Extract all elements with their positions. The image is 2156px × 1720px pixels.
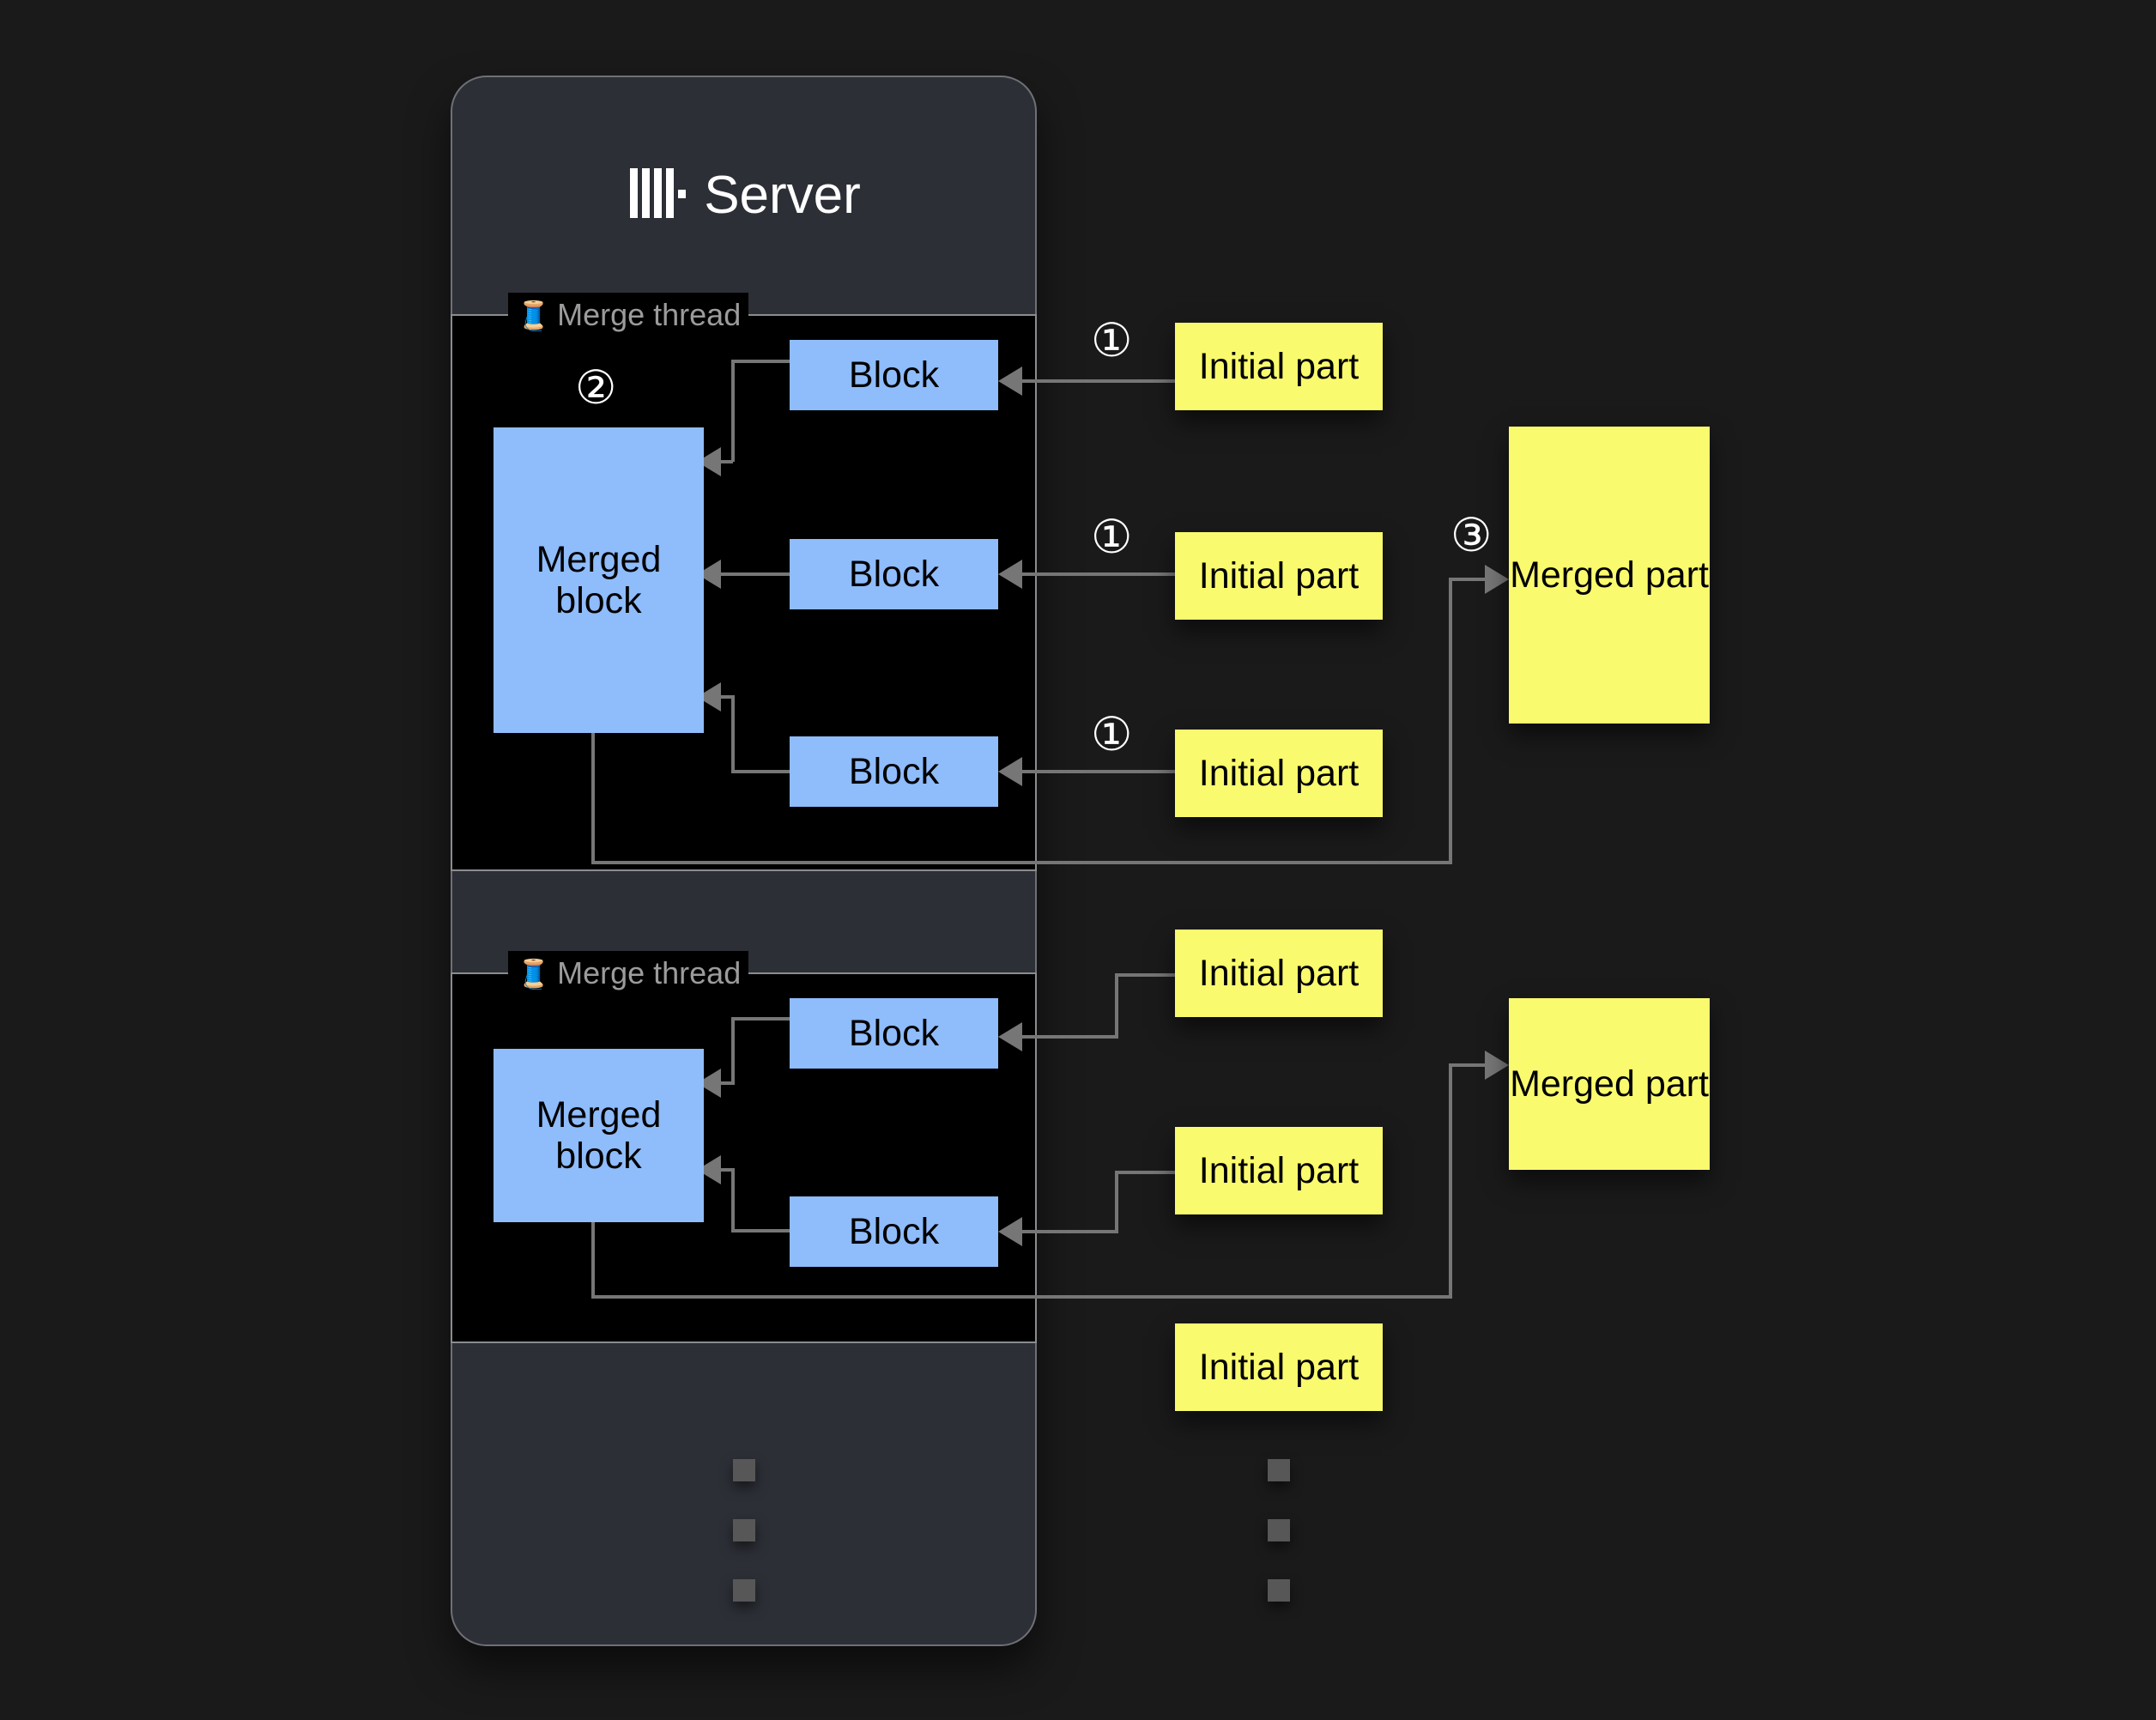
connector-initial-2-1-b	[1115, 973, 1118, 1039]
ellipsis-dot	[733, 1459, 755, 1481]
connector-initial-2-1-c	[1022, 1035, 1117, 1039]
connector-merged-2-a	[591, 1222, 595, 1299]
arrowhead-initial-1-2	[998, 560, 1022, 589]
ellipsis-dot	[733, 1519, 755, 1541]
connector-initial-2-2-c	[1022, 1230, 1117, 1233]
parts-ellipsis	[1268, 1459, 1290, 1639]
block-2-2: Block	[790, 1196, 998, 1267]
connector-block-1-3-a	[731, 770, 791, 773]
connector-initial-2-2-b	[1115, 1171, 1118, 1233]
connector-merged-2-c	[1449, 1063, 1452, 1299]
connector-block-2-1-b	[731, 1017, 735, 1085]
ellipsis-dot	[733, 1579, 755, 1602]
connector-initial-1-3	[1022, 770, 1175, 773]
block-2-1: Block	[790, 998, 998, 1069]
connector-merged-1-a	[591, 733, 595, 864]
server-ellipsis	[733, 1459, 755, 1639]
connector-block-2-1-c	[721, 1081, 733, 1085]
arrowhead-merged-1	[1485, 565, 1509, 594]
clickhouse-logo-icon	[630, 168, 687, 218]
merge-thread-2-label-text: Merge thread	[557, 955, 742, 990]
merged-block-2: Merged block	[494, 1049, 704, 1222]
connector-block-2-2-b	[731, 1168, 735, 1232]
connector-initial-2-1-a	[1115, 973, 1175, 977]
initial-part-1-1: Initial part	[1175, 323, 1383, 410]
connector-block-2-2-a	[731, 1229, 791, 1232]
arrowhead-initial-1-1	[998, 366, 1022, 396]
step-one-marker-c: ①	[1091, 709, 1133, 760]
initial-part-1-2: Initial part	[1175, 532, 1383, 620]
connector-block-1-3-b	[731, 695, 735, 773]
initial-part-2-2: Initial part	[1175, 1127, 1383, 1214]
step-three-marker: ③	[1450, 510, 1493, 561]
connector-block-1-1-c	[721, 460, 733, 463]
connector-initial-2-2-a	[1115, 1171, 1175, 1174]
arrowhead-merged-2	[1485, 1051, 1509, 1080]
merge-thread-2-label: 🧵Merge thread	[508, 951, 749, 996]
merge-thread-1-label-text: Merge thread	[557, 297, 742, 332]
connector-merged-1-b	[591, 861, 1452, 864]
connector-merged-2-b	[591, 1295, 1452, 1299]
block-1-1: Block	[790, 340, 998, 410]
connector-merged-2-d	[1449, 1063, 1485, 1067]
thread-spool-icon: 🧵	[516, 300, 552, 331]
ellipsis-dot	[1268, 1459, 1290, 1481]
merged-part-1: Merged part	[1509, 427, 1710, 724]
initial-part-1-3: Initial part	[1175, 730, 1383, 817]
connector-block-1-1-a	[731, 360, 791, 363]
block-1-2: Block	[790, 539, 998, 609]
connector-merged-1-d	[1449, 578, 1485, 581]
merge-thread-1-label: 🧵Merge thread	[508, 293, 749, 338]
step-one-marker-b: ①	[1091, 512, 1133, 563]
connector-initial-1-2	[1022, 572, 1175, 576]
initial-part-2-3: Initial part	[1175, 1323, 1383, 1411]
step-one-marker-a: ①	[1091, 315, 1133, 366]
block-1-3: Block	[790, 736, 998, 807]
connector-block-1-1-b	[731, 360, 735, 462]
initial-part-2-1: Initial part	[1175, 930, 1383, 1017]
ellipsis-dot	[1268, 1579, 1290, 1602]
connector-block-2-1-a	[731, 1017, 791, 1020]
merged-block-1: Merged block	[494, 427, 704, 733]
server-title: Server	[452, 168, 1039, 222]
connector-initial-1-1	[1022, 379, 1175, 383]
arrowhead-initial-1-3	[998, 757, 1022, 786]
arrowhead-initial-2-1	[998, 1022, 1022, 1051]
connector-merged-1-c	[1449, 578, 1452, 864]
arrowhead-initial-2-2	[998, 1217, 1022, 1246]
connector-block-1-2	[721, 572, 791, 576]
ellipsis-dot	[1268, 1519, 1290, 1541]
connector-block-2-2-c	[721, 1168, 733, 1172]
merged-part-2: Merged part	[1509, 998, 1710, 1170]
server-title-text: Server	[704, 166, 861, 225]
thread-spool-icon: 🧵	[516, 958, 552, 990]
connector-block-1-3-c	[721, 695, 733, 699]
step-two-marker: ②	[575, 362, 617, 414]
